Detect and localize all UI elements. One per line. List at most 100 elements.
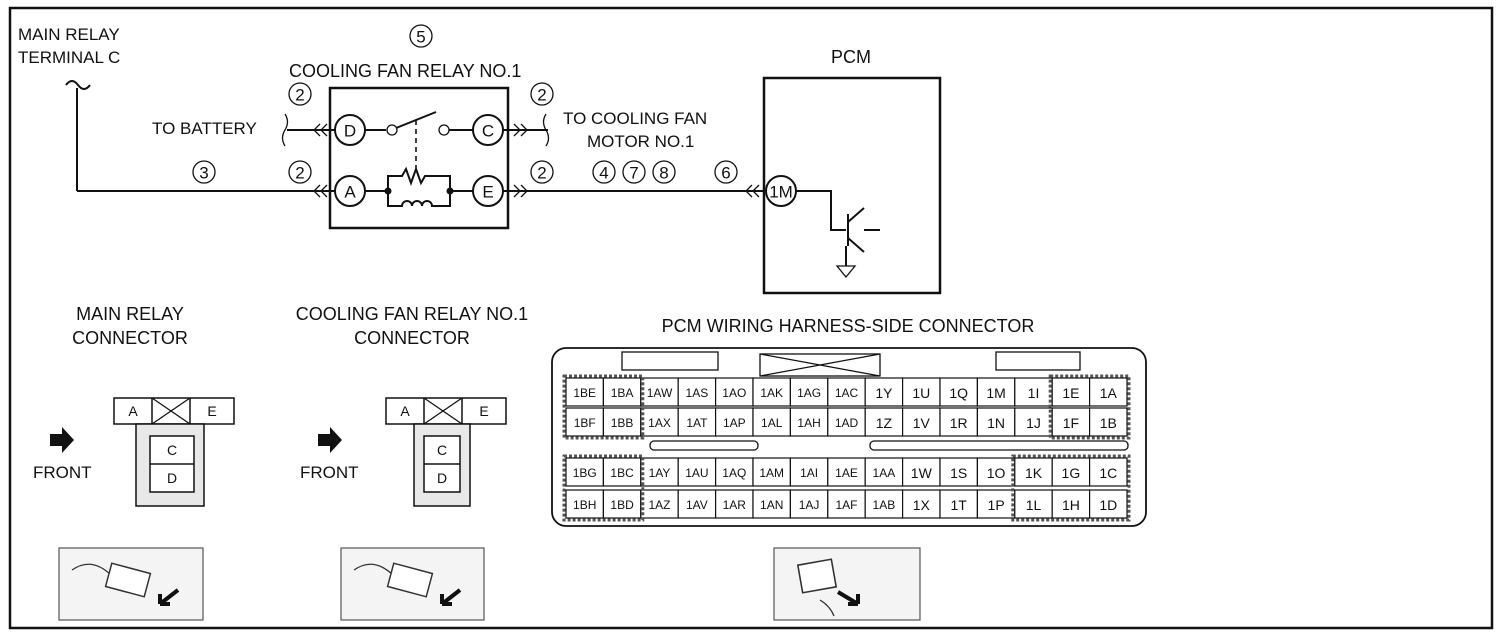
pcm-pin-cell (864, 377, 904, 407)
callout-6-circle (714, 160, 738, 184)
pcm-pin-1x: 1X (913, 497, 931, 513)
pcm-pin-cell (864, 489, 904, 519)
callout-4-circle (592, 160, 616, 184)
main-relay-connector-photo-icon (58, 547, 204, 621)
pcm-pin-cell (640, 489, 679, 519)
pcm-pin-1s: 1S (950, 465, 967, 481)
pcm-pin-1bd: 1BD (610, 498, 634, 512)
pcm-pin-cell (1088, 377, 1128, 407)
pcm-pin-cell (1014, 457, 1053, 487)
pcm-pin-1j: 1J (1026, 415, 1041, 431)
pcm-pin-1aq: 1AQ (722, 466, 746, 480)
callout-2-bl-circle (288, 160, 312, 184)
pcm-pin-1i: 1I (1028, 385, 1040, 401)
pcm-pin-1az: 1AZ (648, 498, 670, 512)
pcm-pin-cell (1014, 489, 1053, 519)
pcm-pin-1l: 1L (1026, 497, 1042, 513)
pcm-pin-1m: 1M (986, 385, 1005, 401)
main-relay-label-line2: TERMINAL C (18, 48, 120, 67)
pcm-pin-cell (752, 489, 792, 519)
pcm-pin-cell (565, 489, 605, 519)
callout-3: 3 (199, 164, 208, 183)
pcm-pin-cell (752, 377, 792, 407)
pcm-pin-1c: 1C (1099, 465, 1117, 481)
pcm-box (762, 76, 942, 295)
callout-8-circle (652, 160, 676, 184)
pcm-pin-cell (789, 407, 829, 437)
pcm-pin-1y: 1Y (875, 385, 893, 401)
transistor-emitter (847, 237, 865, 253)
pcm-pin-cell (901, 407, 941, 437)
pcm-pin-cell (976, 407, 1016, 437)
pcm-pin-1ab: 1AB (873, 498, 896, 512)
callout-2-top-left: 2 (295, 86, 304, 105)
pcm-pin-1at: 1AT (686, 416, 708, 430)
pcm-pin-1n: 1N (987, 415, 1005, 431)
switch-contact-right (438, 124, 450, 136)
pcm-pin-cell (789, 457, 829, 487)
pcm-pin-cell (1051, 407, 1091, 437)
terminal-a: A (344, 183, 356, 202)
pcm-pin-1ap: 1AP (723, 416, 746, 430)
fr-pin-d: D (437, 470, 447, 486)
fr-pin-c: C (437, 442, 447, 458)
pcm-pin-cell (714, 489, 754, 519)
pcm-pin-1aj: 1AJ (799, 498, 820, 512)
pcm-pin-cell (976, 457, 1016, 487)
pcm-pin-1aw: 1AW (647, 386, 673, 400)
pcm-pin-1g: 1G (1062, 465, 1081, 481)
callout-2-bottom-right: 2 (537, 164, 546, 183)
pcm-pin-1ao: 1AO (722, 386, 746, 400)
pcm-pin-1an: 1AN (760, 498, 783, 512)
pcm-pin-1q: 1Q (949, 385, 968, 401)
relay-title: COOLING FAN RELAY NO.1 (289, 61, 521, 81)
main-relay-connector-face (113, 397, 235, 507)
pcm-pin-cell (827, 489, 866, 519)
pcm-pin-1ax: 1AX (648, 416, 671, 430)
callout-2-br-circle (530, 160, 554, 184)
pcm-pin-1au: 1AU (685, 466, 708, 480)
fan-relay-connector-face (385, 397, 507, 507)
pcm-shaded-frame (562, 454, 645, 522)
pcm-pin-1u: 1U (912, 385, 930, 401)
switch-contact-left (386, 124, 398, 136)
pcm-pin-cell (864, 457, 904, 487)
pcm-pin-1bc: 1BC (610, 466, 634, 480)
pcm-pin-1be: 1BE (573, 386, 596, 400)
pcm-pin-cell (714, 457, 754, 487)
fan-relay-connector-photo-icon (340, 547, 485, 621)
terminal-e: E (482, 183, 493, 202)
pcm-pin-cell (901, 457, 941, 487)
pcm-pin-1h: 1H (1062, 497, 1080, 513)
pcm-pin-cell (1088, 489, 1128, 519)
pcm-pin-1o: 1O (987, 465, 1006, 481)
cooling-fan-relay-box (328, 86, 510, 230)
terminal-c: C (482, 122, 494, 141)
fan-relay-front-arrow-icon (318, 427, 342, 453)
pcm-pin-1w: 1W (911, 465, 933, 481)
main-relay-label-line1: MAIN RELAY (18, 25, 120, 44)
pcm-pin-1d: 1D (1099, 497, 1117, 513)
pcm-pin-1ac: 1AC (835, 386, 859, 400)
fan-relay-connector-title-2: CONNECTOR (354, 328, 470, 348)
pcm-pin-1ae: 1AE (835, 466, 858, 480)
pcm-pin-1f: 1F (1063, 415, 1079, 431)
callout-4: 4 (599, 164, 608, 183)
pcm-shaded-frame (1048, 374, 1131, 440)
to-battery-label: TO BATTERY (152, 119, 257, 138)
pcm-title: PCM (831, 47, 871, 67)
pcm-pin-1ak: 1AK (760, 386, 783, 400)
fr-pin-e: E (479, 403, 488, 419)
pcm-pin-1av: 1AV (686, 498, 708, 512)
pcm-pin-1ba: 1BA (611, 386, 634, 400)
pcm-pin-cell (1088, 457, 1128, 487)
main-relay-front-label: FRONT (33, 463, 92, 482)
fr-pin-a: A (400, 403, 410, 419)
pcm-pin-cell (976, 489, 1016, 519)
pcm-pin-1ar: 1AR (723, 498, 747, 512)
pcm-pin-cell (864, 407, 904, 437)
fan-relay-connector-title-1: COOLING FAN RELAY NO.1 (296, 304, 528, 324)
callout-2-bottom-left: 2 (295, 164, 304, 183)
callout-2-tl-circle (288, 82, 312, 106)
pcm-pin-cell (677, 407, 717, 437)
